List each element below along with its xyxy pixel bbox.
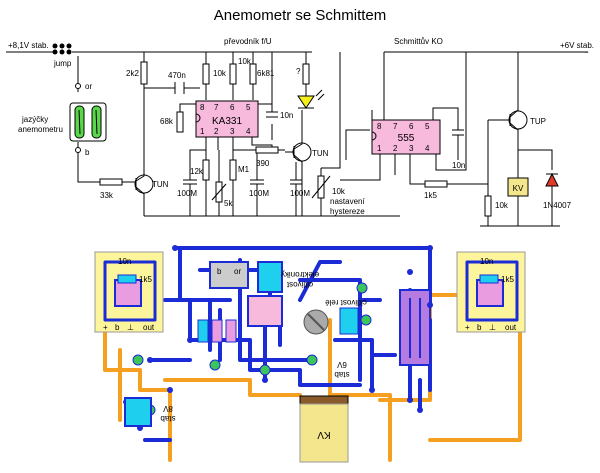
svg-text:8: 8	[200, 103, 205, 112]
svg-text:⊥: ⊥	[489, 323, 496, 332]
svg-text:10n: 10n	[480, 257, 493, 266]
diode-1n4007: 1N4007	[543, 172, 572, 210]
svg-text:1k5: 1k5	[139, 275, 152, 284]
svg-text:5: 5	[425, 122, 430, 131]
svg-text:8V: 8V	[162, 404, 172, 413]
schematic: +8,1V stab. +6V stab. − jump or b jazýčk…	[6, 37, 594, 227]
sensor-label-2: anemometru	[18, 125, 63, 134]
svg-text:4: 4	[246, 127, 251, 136]
svg-text:100M: 100M	[177, 189, 197, 198]
svg-text:5k: 5k	[224, 199, 233, 208]
svg-text:68k: 68k	[160, 117, 174, 126]
b-label: b	[85, 148, 90, 157]
figure-title: Anemometr se Schmittem	[214, 7, 387, 24]
svg-text:12k: 12k	[190, 167, 204, 176]
relay-kv: KV	[507, 177, 529, 197]
svg-text:stab: stab	[334, 370, 350, 379]
svg-text:390: 390	[256, 159, 270, 168]
svg-text:+: +	[103, 323, 108, 332]
svg-text:M1: M1	[238, 165, 250, 174]
svg-text:b: b	[477, 323, 482, 332]
jumper: jump	[52, 43, 72, 68]
transistor-tun-2: TUN	[285, 110, 329, 216]
svg-text:b: b	[115, 323, 120, 332]
svg-text:elektroniky: elektroniky	[281, 270, 319, 279]
pcb-module-left: 10n 1k5 + b ⊥ out	[94, 251, 164, 333]
jumper-label: jump	[53, 59, 72, 68]
supply-right-label: +6V stab.	[560, 41, 594, 50]
supply-left-label: +8,1V stab.	[8, 41, 49, 50]
svg-text:out: out	[143, 323, 155, 332]
svg-text:−: −	[584, 48, 589, 57]
svg-text:555: 555	[398, 133, 415, 144]
converter-label: převodník f/U	[224, 37, 272, 46]
svg-text:100M: 100M	[290, 189, 310, 198]
svg-text:1k5: 1k5	[424, 191, 437, 200]
transistor-tun-1: TUN	[134, 52, 169, 216]
svg-text:stab: stab	[160, 414, 176, 423]
svg-text:+: +	[465, 323, 470, 332]
svg-text:or: or	[234, 267, 241, 276]
svg-text:10k: 10k	[238, 57, 252, 66]
svg-text:?: ?	[296, 67, 301, 76]
svg-text:8: 8	[377, 122, 382, 131]
reed-sensor	[69, 102, 107, 142]
pcb-layout: 10n 1k5 + b ⊥ out 10n 1k5 + b ⊥ out b or	[94, 245, 526, 463]
svg-text:5: 5	[246, 103, 251, 112]
svg-text:2: 2	[214, 127, 219, 136]
svg-text:TUN: TUN	[152, 180, 169, 189]
ic-ka331: KA331 8 7 6 5 1 2 3 4	[195, 100, 259, 138]
svg-text:hystereze: hystereze	[330, 207, 365, 216]
svg-text:1: 1	[377, 144, 382, 153]
svg-text:10n: 10n	[280, 111, 293, 120]
svg-text:33k: 33k	[100, 191, 114, 200]
svg-text:citlivost relé: citlivost relé	[325, 298, 367, 307]
ic-555: 555 8 7 6 5 1 2 3 4	[371, 119, 441, 155]
svg-text:⊥: ⊥	[127, 323, 134, 332]
svg-text:6V: 6V	[336, 360, 346, 369]
svg-text:3: 3	[230, 127, 235, 136]
transistor-tup: TUP	[487, 52, 546, 184]
svg-text:6: 6	[230, 103, 235, 112]
svg-text:2: 2	[393, 144, 398, 153]
svg-text:10k: 10k	[495, 201, 509, 210]
svg-text:1: 1	[200, 127, 205, 136]
svg-text:10k: 10k	[213, 69, 227, 78]
svg-text:7: 7	[393, 122, 398, 131]
svg-text:7: 7	[214, 103, 219, 112]
svg-text:6: 6	[409, 122, 414, 131]
svg-text:out: out	[505, 323, 517, 332]
schmitt-label: Schmittův KO	[394, 37, 443, 46]
svg-text:nastavení: nastavení	[330, 197, 365, 206]
svg-text:10k: 10k	[332, 187, 346, 196]
svg-text:4: 4	[425, 144, 430, 153]
svg-text:KA331: KA331	[212, 116, 242, 127]
svg-text:470n: 470n	[168, 71, 186, 80]
svg-text:1N4007: 1N4007	[543, 201, 572, 210]
svg-text:3: 3	[409, 144, 414, 153]
svg-text:100M: 100M	[249, 189, 269, 198]
svg-text:6k81: 6k81	[257, 69, 275, 78]
svg-text:10n: 10n	[452, 161, 465, 170]
svg-text:1k5: 1k5	[501, 275, 514, 284]
svg-text:2k2: 2k2	[126, 69, 139, 78]
or-label: or	[85, 82, 92, 91]
svg-text:b: b	[217, 267, 222, 276]
svg-text:TUP: TUP	[530, 117, 546, 126]
svg-text:10n: 10n	[118, 257, 131, 266]
pcb-module-right: 10n 1k5 + b ⊥ out	[456, 251, 526, 333]
pcb-relay-kv: KV	[299, 395, 349, 463]
svg-text:citlivost: citlivost	[286, 280, 313, 289]
svg-text:TUN: TUN	[312, 149, 329, 158]
svg-text:KV: KV	[317, 429, 331, 440]
svg-text:KV: KV	[513, 184, 524, 193]
sensor-label-1: jazýčky	[21, 115, 48, 124]
